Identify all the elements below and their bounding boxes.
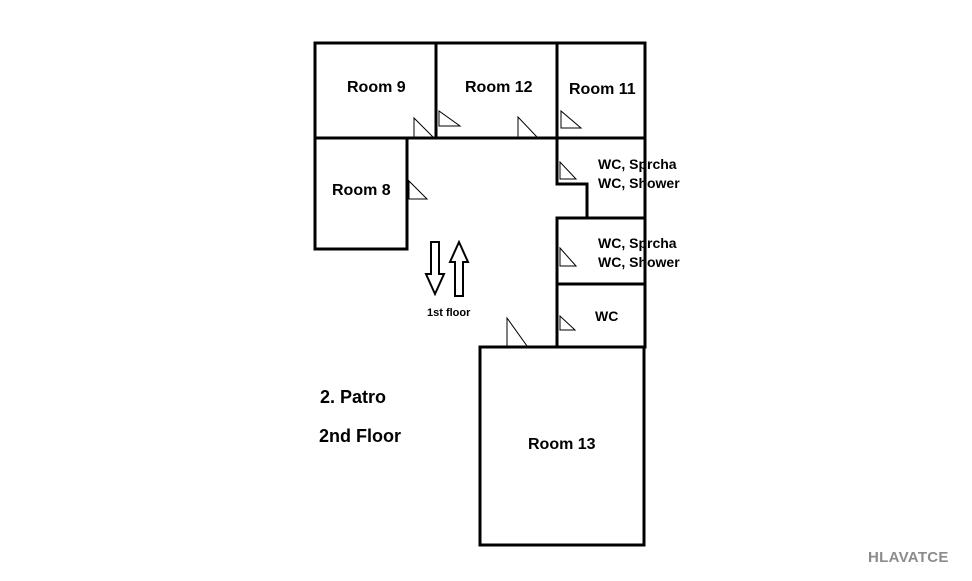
label-room11: Room 11 bbox=[569, 81, 636, 98]
door-wc-shower-1 bbox=[559, 160, 578, 180]
wall-top-block bbox=[313, 41, 647, 140]
wall-room13 bbox=[478, 345, 646, 547]
door-room11 bbox=[560, 109, 583, 129]
wall-wc-shower-1 bbox=[555, 136, 647, 220]
label-floor-czech: 2. Patro bbox=[320, 387, 387, 407]
arrow-down-icon bbox=[424, 241, 446, 297]
door-room9 bbox=[413, 116, 435, 138]
door-room12-a bbox=[438, 110, 462, 127]
label-wc-shower-1-cz: WC, Sprcha bbox=[598, 156, 677, 172]
label-wc-shower-2-en: WC, Shower bbox=[598, 254, 680, 270]
watermark: HLAVATCE bbox=[868, 549, 949, 566]
door-wc bbox=[559, 314, 577, 331]
label-wc: WC bbox=[595, 308, 619, 324]
label-room13: Room 13 bbox=[528, 436, 596, 453]
door-room13 bbox=[506, 316, 528, 347]
label-room9: Room 9 bbox=[347, 79, 406, 96]
wall-room8 bbox=[313, 136, 409, 251]
label-wc-shower-1: WC, Sprcha WC, Shower bbox=[598, 155, 680, 193]
door-room12-b bbox=[517, 115, 539, 138]
label-wc-shower-2: WC, Sprcha WC, Shower bbox=[598, 234, 680, 272]
label-floor-english: 2nd Floor bbox=[319, 426, 401, 446]
label-room12: Room 12 bbox=[465, 79, 533, 96]
label-wc-shower-2-cz: WC, Sprcha bbox=[598, 235, 677, 251]
label-room8: Room 8 bbox=[332, 182, 391, 199]
arrow-up-icon bbox=[448, 239, 470, 297]
door-room8 bbox=[408, 179, 429, 200]
label-stairs: 1st floor bbox=[427, 307, 471, 319]
door-wc-shower-2 bbox=[559, 246, 578, 267]
label-wc-shower-1-en: WC, Shower bbox=[598, 175, 680, 191]
